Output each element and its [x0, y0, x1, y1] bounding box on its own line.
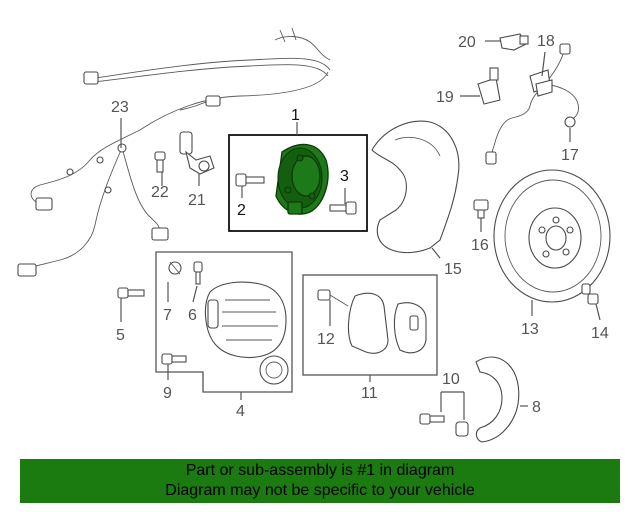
caliper-box [155, 251, 293, 393]
callout-21: 21 [188, 192, 206, 209]
callout-7: 7 [163, 307, 172, 324]
bleeder-valve [193, 261, 203, 285]
callout-10: 10 [442, 371, 460, 388]
callout-8: 8 [532, 399, 541, 416]
callout-19: 19 [436, 89, 454, 106]
brake-rotor [493, 169, 611, 303]
sensor-bracket-19 [477, 67, 501, 105]
hub-bolt-right [329, 201, 357, 215]
guide-pins [419, 413, 469, 437]
leader-lines [120, 40, 601, 420]
callout-6: 6 [188, 307, 197, 324]
callout-5: 5 [116, 327, 125, 344]
wear-sensor [317, 289, 349, 307]
callout-2: 2 [237, 202, 246, 219]
callout-3: 3 [340, 168, 349, 185]
callout-18: 18 [537, 33, 555, 50]
callout-17: 17 [561, 147, 579, 164]
sensor-bracket-18 [529, 69, 553, 97]
wiring-harness [17, 27, 331, 277]
info-banner: Part or sub-assembly is #1 in diagram Di… [20, 459, 620, 503]
hub-bolt-left [235, 173, 265, 187]
callout-13: 13 [521, 321, 539, 338]
callout-16: 16 [471, 237, 489, 254]
banner-line-1: Part or sub-assembly is #1 in diagram [185, 462, 455, 479]
rotor-screw [473, 199, 489, 219]
brake-caliper [204, 281, 289, 385]
splash-shield [371, 120, 460, 254]
caliper-bolt-9 [161, 353, 187, 365]
speed-sensor [179, 131, 215, 175]
brake-pads [347, 292, 427, 354]
callout-23: 23 [111, 99, 129, 116]
wheel-hub-assembly [275, 143, 329, 215]
callout-1: 1 [291, 107, 300, 124]
clip-20 [499, 33, 529, 51]
hub-assembly-box [228, 134, 368, 232]
callout-11: 11 [361, 385, 378, 402]
caliper-bolt-5 [117, 287, 145, 299]
callout-22: 22 [151, 184, 169, 201]
callout-15: 15 [444, 261, 462, 278]
callout-20: 20 [458, 34, 476, 51]
caliper-bracket [475, 356, 520, 443]
callout-9: 9 [163, 385, 172, 402]
callout-4: 4 [236, 403, 245, 420]
caliper-bolt-14 [581, 283, 599, 305]
sensor-bolt [154, 151, 166, 173]
bleeder-cap [168, 261, 182, 275]
callout-12: 12 [317, 331, 335, 348]
banner-line-2: Diagram may not be specific to your vehi… [165, 482, 475, 499]
callout-14: 14 [591, 325, 609, 342]
callout-labels: 1 2 3 4 5 6 7 8 9 10 11 12 13 14 15 16 1… [111, 33, 609, 420]
abs-sensor-wire [485, 43, 579, 165]
